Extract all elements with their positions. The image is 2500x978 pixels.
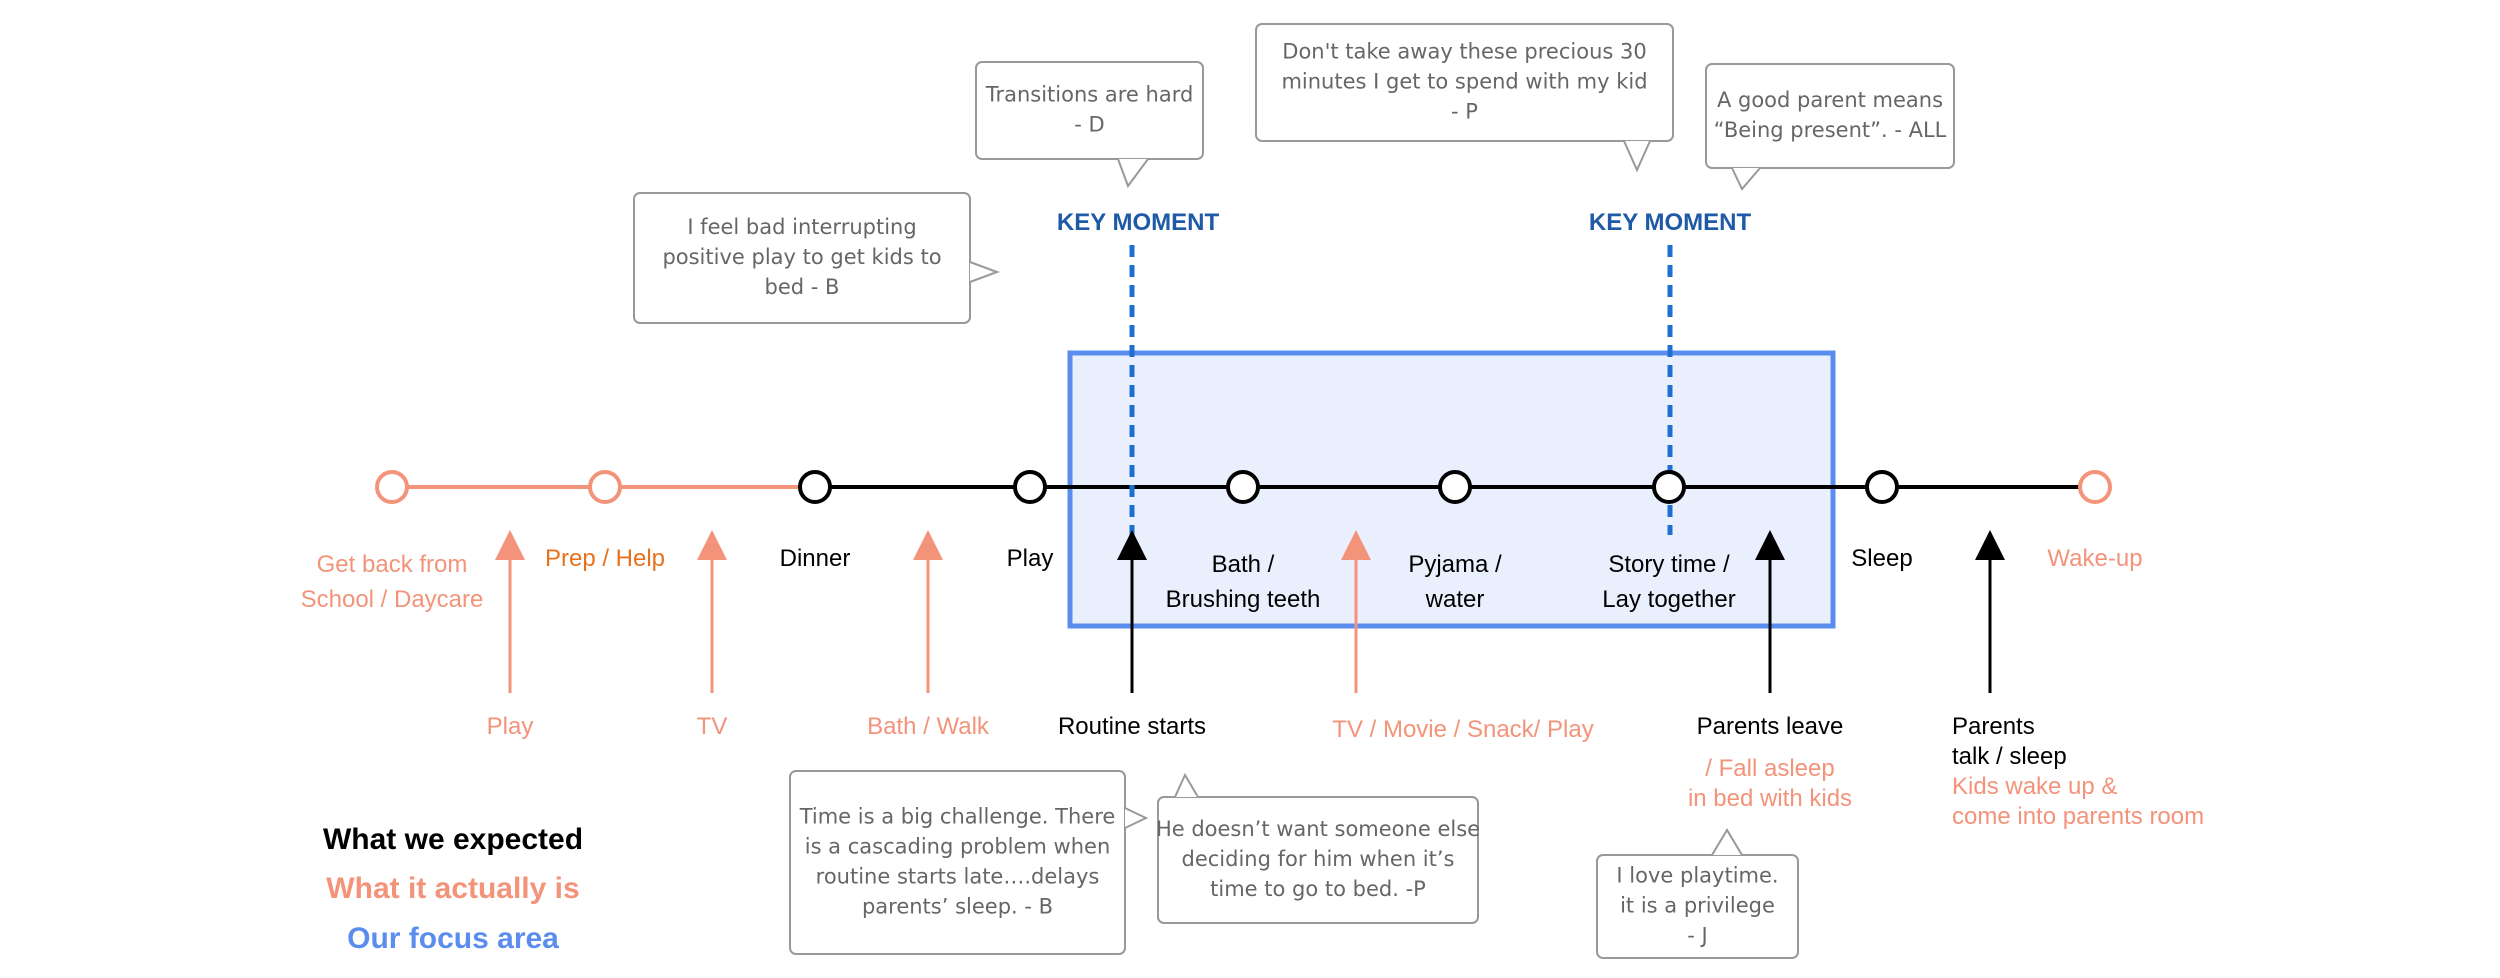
arrow-label: TV / Movie / Snack/ Play xyxy=(1332,716,1593,743)
arrow-label: Parents xyxy=(1952,713,2035,740)
node-label: Brushing teeth xyxy=(1166,586,1321,613)
node-label: Sleep xyxy=(1851,545,1912,572)
timeline-node xyxy=(1652,470,1686,504)
quote-text: Transitions are hard xyxy=(985,83,1194,107)
quote-text: - J xyxy=(1687,924,1707,948)
quote-text: deciding for him when it’s xyxy=(1181,847,1454,871)
arrow-sublabel: Kids wake up & xyxy=(1952,773,2117,800)
quote-bubble: He doesn’t want someone else deciding for… xyxy=(1156,772,1480,924)
arrow-label: talk / sleep xyxy=(1952,743,2067,770)
quote-text: time to go to bed. -P xyxy=(1210,877,1426,901)
legend-actual: What it actually is xyxy=(326,872,579,905)
legend-expected: What we expected xyxy=(323,823,583,856)
node-label: Get back from xyxy=(317,551,468,578)
arrow-label: Parents leave xyxy=(1697,713,1844,740)
key-moment-label-1: KEY MOMENT xyxy=(1057,209,1220,236)
node-label: School / Daycare xyxy=(301,586,484,613)
node-label: Story time / xyxy=(1608,551,1730,578)
quote-text: it is a privilege xyxy=(1620,894,1775,918)
quote-text: routine starts late….delays xyxy=(816,865,1100,889)
quote-text: I feel bad interrupting xyxy=(687,215,916,239)
quote-bubble: I love playtime. it is a privilege - J xyxy=(1596,828,1799,959)
timeline-node xyxy=(2078,470,2112,504)
quote-text: Time is a big challenge. There xyxy=(799,805,1116,829)
arrow-label: Bath / Walk xyxy=(867,713,990,740)
key-moment-label-2: KEY MOMENT xyxy=(1589,209,1752,236)
node-label: Pyjama / xyxy=(1408,551,1502,578)
quote-bubble: I feel bad interrupting positive play to … xyxy=(633,192,1000,324)
node-label: Play xyxy=(1007,545,1054,572)
quote-bubble: Time is a big challenge. There is a casca… xyxy=(789,770,1149,955)
quote-text: A good parent means xyxy=(1717,88,1943,112)
legend-focus: Our focus area xyxy=(347,922,559,955)
node-label: Lay together xyxy=(1602,586,1735,613)
node-label: Dinner xyxy=(780,545,851,572)
node-label: Wake-up xyxy=(2047,545,2142,572)
arrow-label: Play xyxy=(487,713,534,740)
arrow-sublabel: come into parents room xyxy=(1952,803,2204,830)
quote-text: “Being present”. - ALL xyxy=(1714,118,1947,142)
node-label: water xyxy=(1425,586,1485,613)
quote-bubble: Don't take away these precious 30 minutes… xyxy=(1255,23,1674,173)
node-label: Bath / xyxy=(1212,551,1275,578)
arrow-label: Routine starts xyxy=(1058,713,1206,740)
node-label: Prep / Help xyxy=(545,545,665,572)
timeline-node xyxy=(1438,470,1472,504)
quote-text: minutes I get to spend with my kid xyxy=(1281,70,1647,94)
arrow-sublabel: / Fall asleep xyxy=(1705,755,1834,782)
timeline-node xyxy=(588,470,622,504)
quote-bubble: Transitions are hard - D xyxy=(975,61,1204,189)
arrow-label: TV xyxy=(697,713,728,740)
quote-text: positive play to get kids to xyxy=(662,245,941,269)
timeline-node xyxy=(1226,470,1260,504)
quote-text: I love playtime. xyxy=(1616,864,1778,888)
quote-bubble: A good parent means “Being present”. - AL… xyxy=(1705,63,1955,191)
timeline-node xyxy=(1013,470,1047,504)
timeline-node xyxy=(375,470,409,504)
timeline-node xyxy=(1865,470,1899,504)
quote-text: bed - B xyxy=(765,275,840,299)
quote-text: - D xyxy=(1074,113,1104,137)
arrow-sublabel: in bed with kids xyxy=(1688,785,1852,812)
timeline-node xyxy=(798,470,832,504)
quote-text: He doesn’t want someone else xyxy=(1156,817,1480,841)
quote-text: is a cascading problem when xyxy=(805,835,1111,859)
quote-text: parents’ sleep. - B xyxy=(862,895,1053,919)
quote-text: Don't take away these precious 30 xyxy=(1282,40,1646,64)
quote-text: - P xyxy=(1451,100,1478,124)
